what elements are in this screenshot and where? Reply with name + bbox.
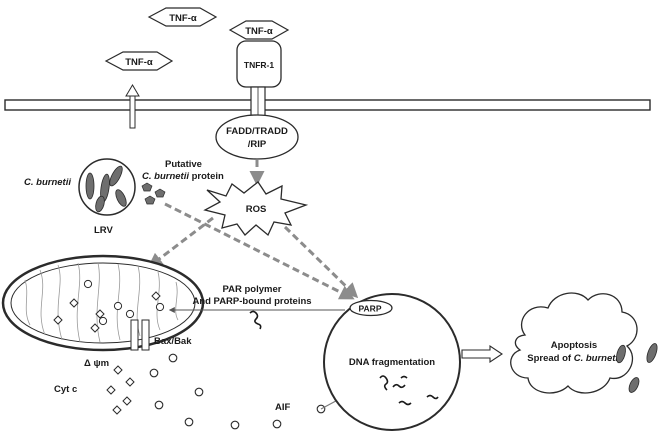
parp-label: PARP — [359, 304, 382, 314]
aif-circle-icons-inner — [83, 279, 165, 326]
apoptotic-cell-cloud: Apoptosis Spread of C. burnetii — [510, 292, 638, 394]
dna-fragment-icons — [379, 375, 439, 406]
spread-label: Spread of C. burnetii — [527, 353, 621, 364]
arrow-ros-to-parp — [283, 225, 359, 299]
plasma-membrane — [4, 99, 651, 111]
tnf-label-left: TNF-α — [125, 57, 153, 68]
arrow-nucleus-to-apoptosis — [461, 344, 503, 364]
arrow-ros-to-mitochondrion — [147, 216, 214, 268]
tnfr1-receptor: TNFR-1 — [236, 40, 282, 120]
apoptosis-label: Apoptosis — [551, 340, 597, 351]
arrow-protein-to-parp — [164, 202, 355, 300]
tnf-secretion-arrow — [125, 84, 140, 129]
tnfr1-label: TNFR-1 — [244, 60, 274, 70]
ros-starburst: ROS — [203, 181, 309, 237]
fadd-label-line1: FADD/TRADD — [226, 126, 288, 137]
mitochondrial-cristae — [24, 262, 179, 343]
cyt-c-diamond-icons — [106, 365, 135, 415]
tnf-diamond-receptor: TNF-α — [228, 20, 290, 40]
nucleus — [323, 293, 461, 431]
aif-circle-icons — [149, 353, 326, 430]
par-label-line2: And PARP-bound proteins — [192, 296, 311, 307]
putative-label-line2: C. burnetii protein — [142, 171, 224, 182]
fadd-tradd-rip-ellipse: FADD/TRADD /RIP — [215, 114, 299, 160]
lrv-label: LRV — [94, 225, 113, 236]
putative-label-line1: Putative — [165, 159, 202, 170]
cyt-c-label: Cyt c — [54, 384, 77, 395]
delta-psi-label: Δ ψm — [84, 358, 109, 369]
protein-pentagon-icon — [141, 182, 166, 205]
bax-bak-label: Bax/Bak — [154, 336, 192, 347]
tnf-diamond-top: TNF-α — [147, 7, 218, 27]
bax-bak-pore — [130, 319, 150, 351]
tnf-diamond-left: TNF-α — [104, 51, 174, 71]
bacterium-icon — [85, 165, 127, 213]
released-bacteria-icons — [616, 343, 658, 393]
dna-fragmentation-label: DNA fragmentation — [349, 357, 435, 368]
tnf-label-top: TNF-α — [169, 13, 197, 24]
parp-ellipse: PARP — [349, 299, 393, 317]
ros-label: ROS — [246, 204, 267, 215]
aif-label: AIF — [275, 402, 291, 413]
c-burnetii-label: C. burnetii — [24, 177, 71, 188]
tnf-label-receptor: TNF-α — [245, 26, 273, 37]
lrv-vacuole — [78, 158, 136, 216]
fadd-label-line2: /RIP — [248, 139, 267, 150]
par-label-line1: PAR polymer — [223, 284, 282, 295]
par-polymer-squiggle-icon — [249, 310, 262, 330]
cyt-c-diamond-icons-inner — [53, 291, 161, 333]
